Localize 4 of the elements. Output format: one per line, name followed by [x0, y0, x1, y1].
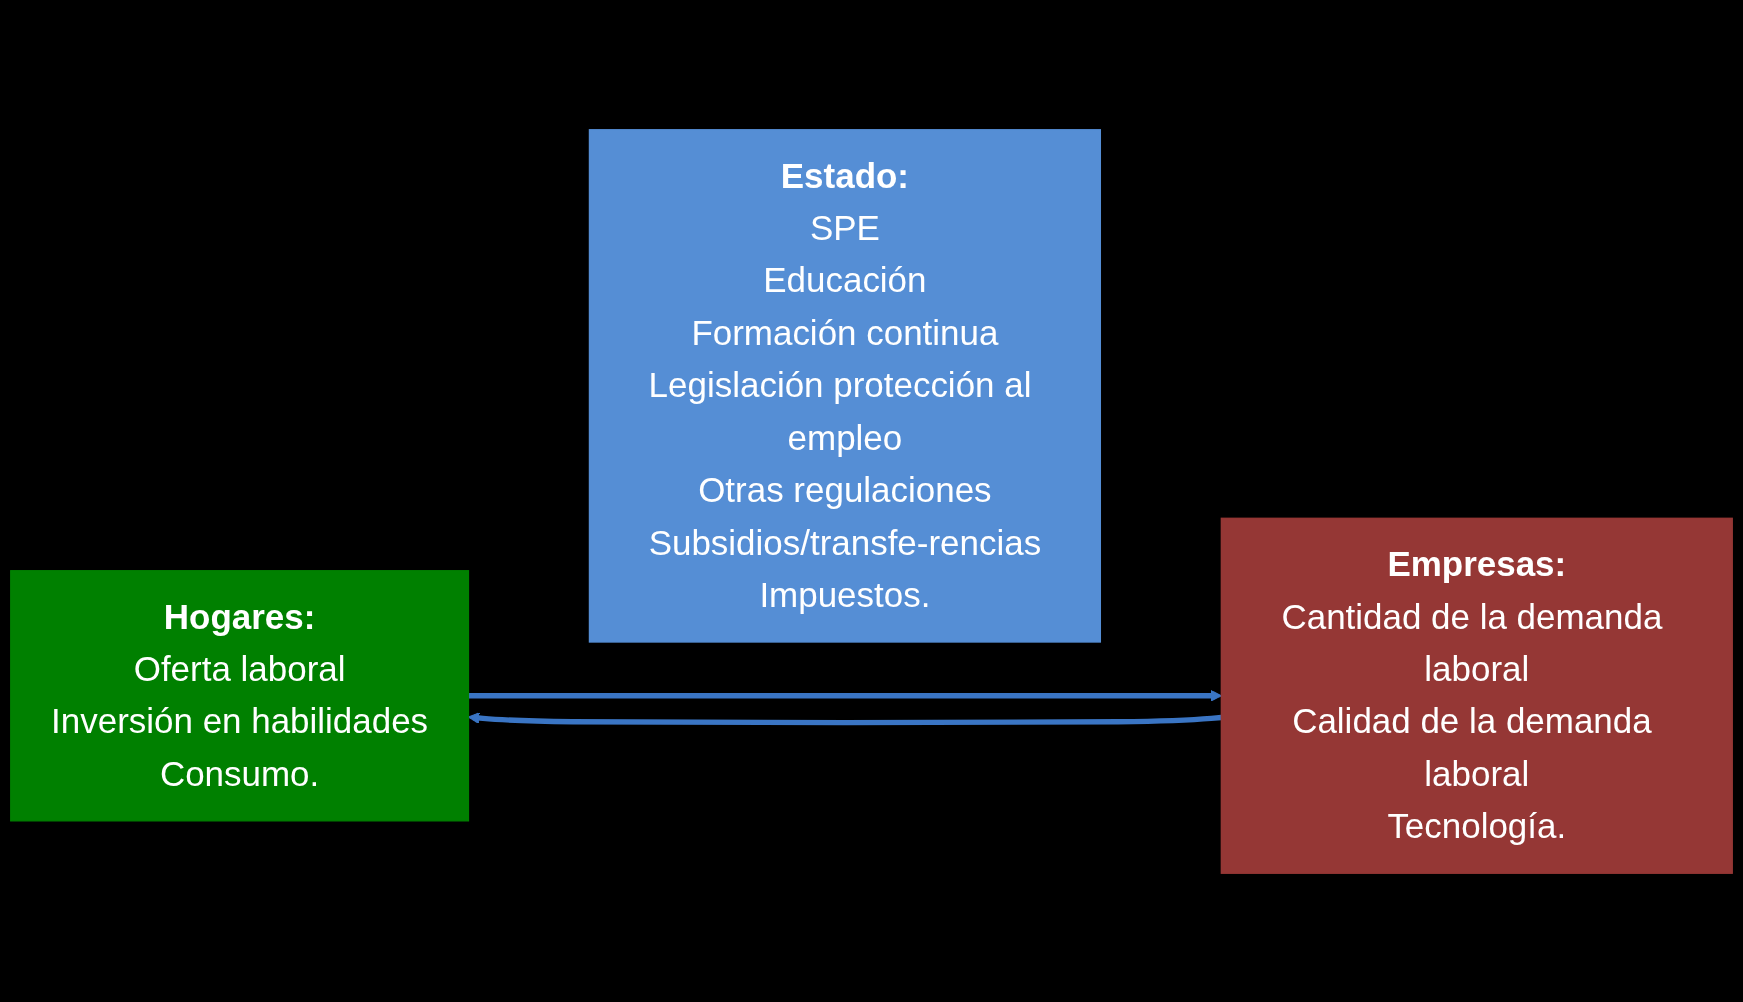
node-box: Estado: SPE Educación Formación continua Legislación protección al empleo Otras regulaciones Subsidios/transfe-rencias Impuestos. [588, 128, 1101, 643]
node-box: Hogares: Oferta laboral Inversión en habilidades Consumo. [10, 569, 470, 821]
node-box: Empresas: Cantidad de la demanda laboral Calidad de la demanda laboral Tecnología. [1220, 517, 1733, 874]
arrow [468, 689, 1222, 702]
